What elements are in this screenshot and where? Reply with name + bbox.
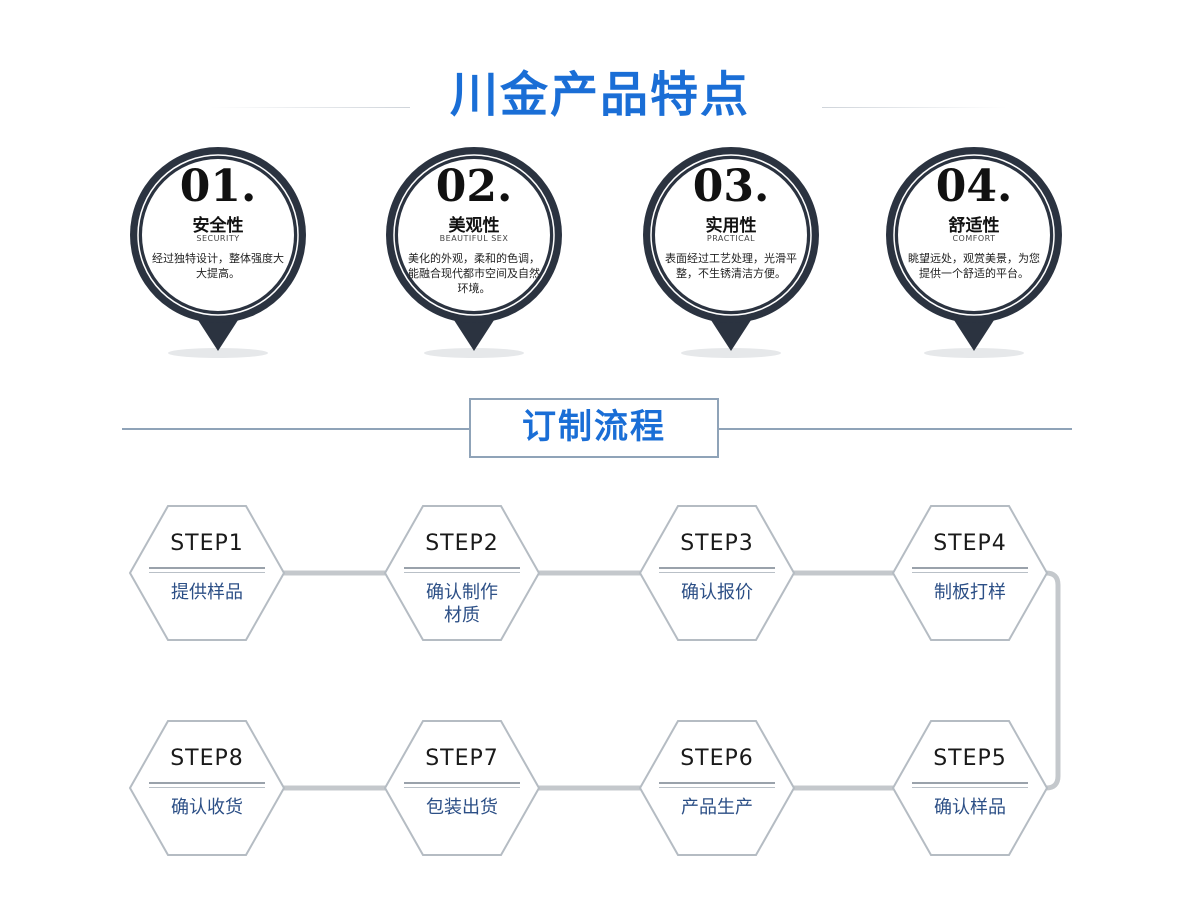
feature-english: BEAUTIFUL SEX [439, 234, 509, 243]
hexagon-icon [638, 720, 796, 856]
step-text: 确认收货 [171, 797, 243, 818]
feature-english: PRACTICAL [706, 234, 756, 243]
feature-description: 表面经过工艺处理，光滑平整，不生锈清洁方便。 [665, 252, 797, 280]
feature-name: 舒适性 [948, 216, 1000, 236]
step-label: STEP6 [680, 746, 754, 771]
step-divider [404, 567, 520, 569]
process-title-box [469, 398, 719, 458]
title-decor-line-left [210, 107, 410, 108]
step-card-6: STEP6 产品生产 [637, 718, 797, 858]
feature-name: 安全性 [192, 216, 244, 236]
features-title: 川金产品特点 [449, 67, 750, 123]
step-divider-thin [404, 572, 520, 573]
step-label: STEP7 [425, 746, 499, 771]
feature-name: 实用性 [705, 216, 757, 236]
process-title: 订制流程 [522, 407, 666, 447]
step-divider-thin [659, 787, 775, 788]
hexagon-icon [383, 720, 541, 856]
step-card-2: STEP2 确认制作材质 [382, 503, 542, 643]
step-divider-thin [659, 572, 775, 573]
feature-badge-4: 04. 舒适性 COMFORT 眺望远处，观赏美景，为您提供一个舒适的平台。 [884, 145, 1064, 365]
step-divider [912, 782, 1028, 784]
step-divider-thin [149, 787, 265, 788]
step-divider-thin [912, 787, 1028, 788]
feature-english: COMFORT [952, 234, 996, 243]
feature-name: 美观性 [448, 216, 500, 236]
pin-badge-icon [886, 147, 1062, 358]
feature-description: 眺望远处，观赏美景，为您提供一个舒适的平台。 [908, 252, 1040, 280]
step-card-3: STEP3 确认报价 [637, 503, 797, 643]
step-label: STEP4 [933, 531, 1007, 556]
step-card-4: STEP4 制板打样 [890, 503, 1050, 643]
feature-badge-3: 03. 实用性 PRACTICAL 表面经过工艺处理，光滑平整，不生锈清洁方便。 [641, 145, 821, 365]
feature-number: 03. [692, 161, 770, 212]
step-text: 提供样品 [171, 582, 243, 603]
step-text: 产品生产 [681, 797, 753, 818]
step-label: STEP8 [170, 746, 244, 771]
hexagon-icon [638, 505, 796, 641]
step-label: STEP3 [680, 531, 754, 556]
title-decor-line-right [822, 107, 1007, 108]
step-label: STEP2 [425, 531, 499, 556]
step-divider-thin [404, 787, 520, 788]
pin-badge-icon [130, 147, 306, 358]
step-label: STEP1 [170, 531, 244, 556]
pin-badge-icon [386, 147, 562, 358]
hexagon-icon [891, 720, 1049, 856]
feature-description: 经过独特设计，整体强度大大提高。 [152, 252, 284, 280]
step-text: 确认样品 [934, 797, 1006, 818]
step-text: 包装出货 [426, 797, 498, 818]
step-divider [149, 782, 265, 784]
hexagon-icon [128, 720, 286, 856]
step-divider-thin [149, 572, 265, 573]
step-card-5: STEP5 确认样品 [890, 718, 1050, 858]
step-card-1: STEP1 提供样品 [127, 503, 287, 643]
step-card-8: STEP8 确认收货 [127, 718, 287, 858]
feature-badge-1: 01. 安全性 SECURITY 经过独特设计，整体强度大大提高。 [128, 145, 308, 365]
feature-english: SECURITY [196, 234, 240, 243]
step-divider [404, 782, 520, 784]
feature-badge-2: 02. 美观性 BEAUTIFUL SEX 美化的外观，柔和的色调，能融合现代都… [384, 145, 564, 365]
step-label: STEP5 [933, 746, 1007, 771]
step-text: 制板打样 [934, 582, 1006, 603]
step-divider [659, 782, 775, 784]
step-divider [149, 567, 265, 569]
pin-badge-icon [643, 147, 819, 358]
step-divider [912, 567, 1028, 569]
feature-description: 美化的外观，柔和的色调，能融合现代都市空间及自然环境。 [408, 252, 540, 295]
hexagon-icon [383, 505, 541, 641]
step-divider-thin [912, 572, 1028, 573]
step-text: 确认制作材质 [426, 582, 498, 626]
step-divider [659, 567, 775, 569]
feature-number: 01. [179, 161, 257, 212]
hexagon-icon [128, 505, 286, 641]
hexagon-icon [891, 505, 1049, 641]
feature-number: 02. [435, 161, 513, 212]
step-card-7: STEP7 包装出货 [382, 718, 542, 858]
feature-number: 04. [935, 161, 1013, 212]
step-text: 确认报价 [681, 582, 753, 603]
